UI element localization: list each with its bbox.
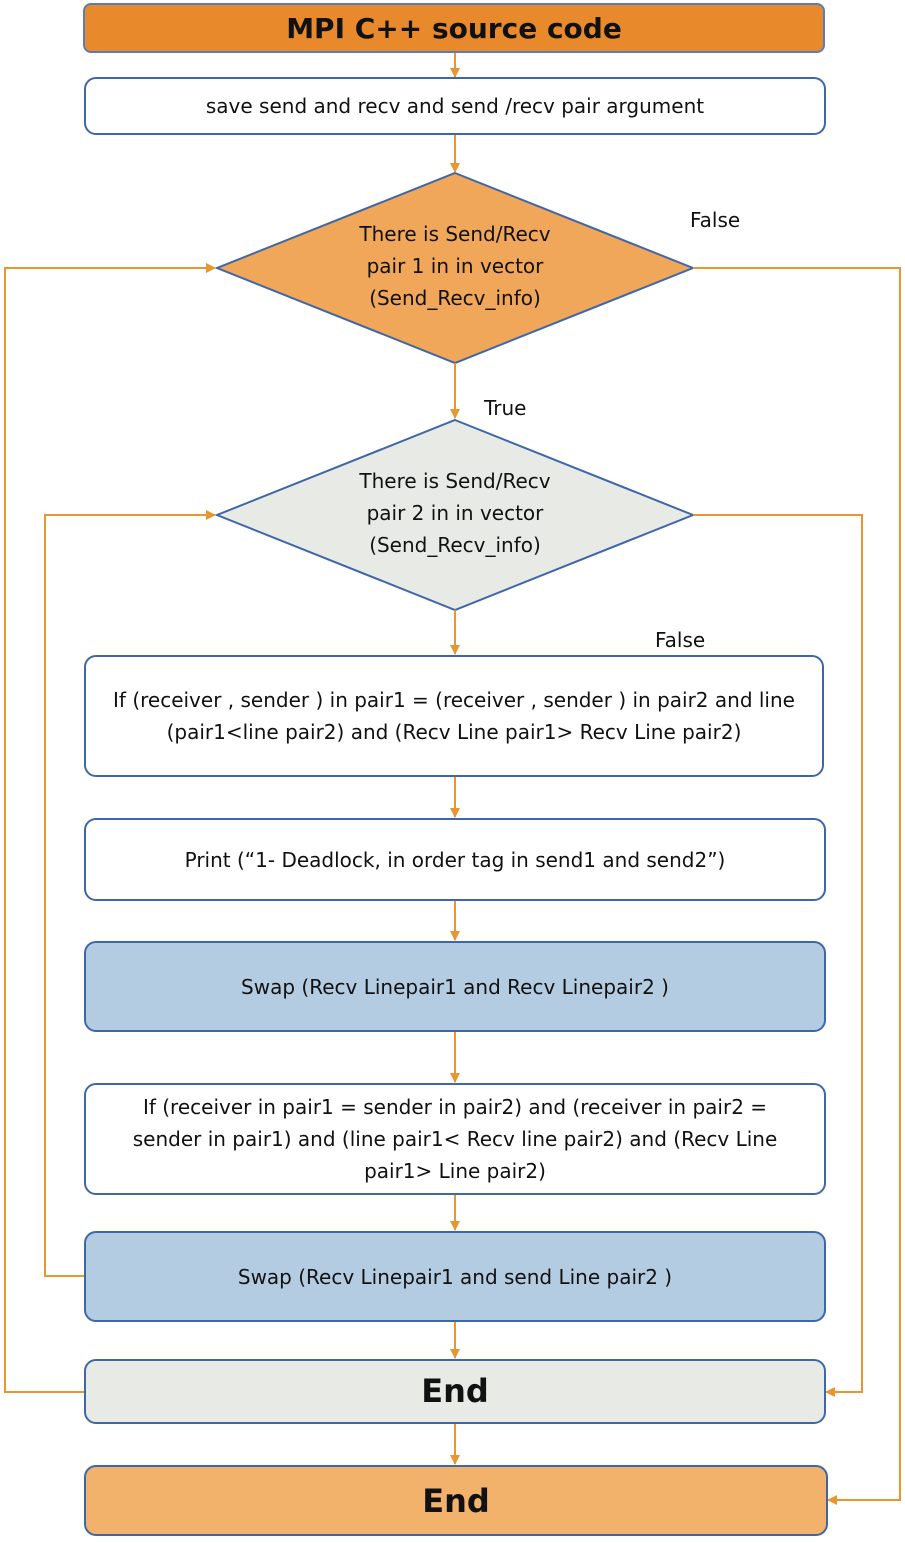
- decision-pair2-line: (Send_Recv_info): [369, 533, 541, 557]
- condition1-box: If (receiver , sender ) in pair1 = (rece…: [84, 655, 824, 777]
- decision1-false-label: False: [690, 208, 741, 232]
- decision-pair2-text: There is Send/Recv pair 2 in in vector (…: [305, 465, 605, 561]
- decision2-false-label: False: [655, 628, 706, 652]
- swap2-text: Swap (Recv Linepair1 and send Line pair2…: [237, 1264, 673, 1289]
- decision-pair1-line: There is Send/Recv: [359, 222, 551, 246]
- swap1-text: Swap (Recv Linepair1 and Recv Linepair2 …: [241, 974, 669, 999]
- print-deadlock-text: Print (“1- Deadlock, in order tag in sen…: [184, 847, 726, 872]
- end-inner-text: End: [421, 1371, 489, 1410]
- save-arguments-box: save send and recv and send /recv pair a…: [84, 77, 826, 135]
- decision-pair1-line: (Send_Recv_info): [369, 286, 541, 310]
- print-deadlock-box: Print (“1- Deadlock, in order tag in sen…: [84, 818, 826, 901]
- title-box: MPI C++ source code: [83, 3, 825, 53]
- decision-pair1-line: pair 1 in in vector: [366, 254, 544, 278]
- end-inner-box: End: [84, 1359, 826, 1424]
- condition2-box: If (receiver in pair1 = sender in pair2)…: [84, 1083, 826, 1195]
- arrow-decision1-false: [693, 267, 901, 1505]
- decision-pair1-text: There is Send/Recv pair 1 in in vector (…: [305, 218, 605, 314]
- title-text: MPI C++ source code: [286, 11, 622, 45]
- arrow-loop-end-to-decision1: [4, 263, 216, 1393]
- condition2-line: pair1> Line pair2): [364, 1159, 546, 1183]
- end-outer-box: End: [84, 1465, 828, 1536]
- condition2-line: sender in pair1) and (line pair1< Recv l…: [132, 1127, 778, 1151]
- condition1-line: (pair1<line pair2) and (Recv Line pair1>…: [166, 720, 742, 744]
- arrow-loop-swap2-to-decision2: [44, 510, 216, 1277]
- swap2-box: Swap (Recv Linepair1 and send Line pair2…: [84, 1231, 826, 1322]
- arrow-decision2-false: [693, 514, 863, 1397]
- end-outer-text: End: [422, 1481, 490, 1520]
- swap1-box: Swap (Recv Linepair1 and Recv Linepair2 …: [84, 941, 826, 1032]
- decision1-true-label: True: [484, 396, 527, 420]
- condition2-line: If (receiver in pair1 = sender in pair2)…: [142, 1095, 768, 1119]
- decision-pair2-line: There is Send/Recv: [359, 469, 551, 493]
- condition1-line: If (receiver , sender ) in pair1 = (rece…: [113, 688, 795, 712]
- save-arguments-text: save send and recv and send /recv pair a…: [205, 94, 705, 118]
- decision-pair2-line: pair 2 in in vector: [366, 501, 544, 525]
